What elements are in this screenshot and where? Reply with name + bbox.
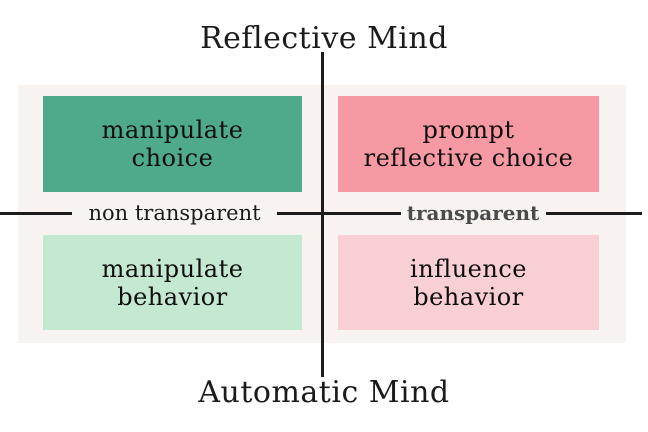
axis-label-reflective-mind: Reflective Mind [200, 21, 448, 56]
quadrant-bottom-left: manipulate behavior [43, 235, 302, 330]
horizontal-axis-segment-left [0, 212, 72, 215]
axis-label-transparent: transparent [406, 201, 540, 225]
quadrant-top-left: manipulate choice [43, 96, 302, 192]
quadrant-bottom-right-label: influence behavior [410, 254, 527, 311]
axis-label-automatic-mind: Automatic Mind [198, 375, 450, 410]
axis-label-non-transparent: non transparent [88, 201, 261, 225]
quadrant-top-right-label: prompt reflective choice [363, 116, 574, 172]
quadrant-bottom-right: influence behavior [338, 235, 599, 330]
horizontal-axis-segment-middle [277, 212, 401, 215]
quadrant-bottom-left-label: manipulate behavior [101, 254, 244, 311]
horizontal-axis-segment-right [546, 212, 642, 215]
quadrant-top-left-label: manipulate choice [101, 116, 244, 172]
quadrant-top-right: prompt reflective choice [338, 96, 599, 192]
